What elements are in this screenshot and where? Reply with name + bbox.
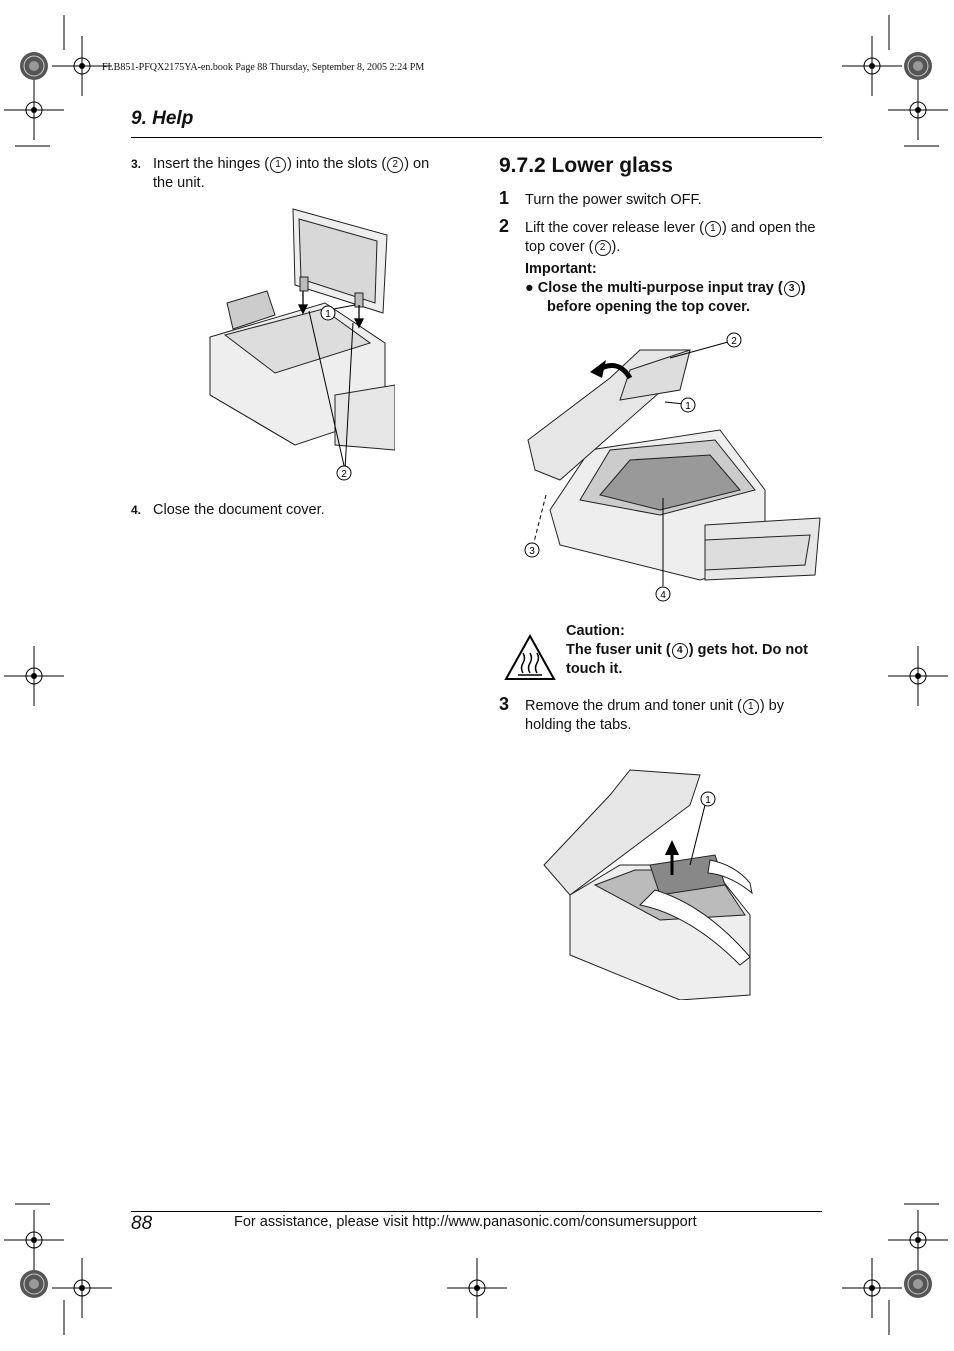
left-step-3: 3.Insert the hinges (1) into the slots (… <box>131 156 430 191</box>
figure-hinges: 1 2 <box>209 208 395 481</box>
color-star-tl <box>19 51 49 81</box>
fig3-callout-1: 1 <box>705 795 711 806</box>
page-number: 88 <box>131 1213 153 1234</box>
header-rule <box>131 137 822 138</box>
color-star-tr <box>903 51 933 81</box>
color-star-br <box>903 1269 933 1299</box>
figure-remove-drum: 1 <box>543 769 753 1000</box>
fig2-callout-2: 2 <box>731 336 737 347</box>
fig2-callout-3: 3 <box>529 546 535 557</box>
fig2-callout-1: 1 <box>685 401 691 412</box>
fig1-callout-2: 2 <box>341 469 347 480</box>
important-note: Important: ● Close the multi-purpose inp… <box>525 261 806 315</box>
hot-warning-icon <box>504 633 556 680</box>
section-title: 9. Help <box>131 108 194 129</box>
figure-open-cover: 2 1 3 4 <box>524 332 821 602</box>
left-step-4: 4.Close the document cover. <box>131 502 325 518</box>
caution-note: Caution: The fuser unit (4) gets hot. Do… <box>566 623 808 677</box>
heading-lower-glass: 9.7.2 Lower glass <box>499 154 673 177</box>
book-meta: FLB851-PFQX2175YA-en.book Page 88 Thursd… <box>102 62 425 73</box>
fig1-callout-1: 1 <box>325 309 331 320</box>
footer-assistance: For assistance, please visit http://www.… <box>234 1214 697 1230</box>
fig2-callout-4: 4 <box>660 590 666 601</box>
footer-rule <box>131 1211 822 1212</box>
color-star-bl <box>19 1269 49 1299</box>
